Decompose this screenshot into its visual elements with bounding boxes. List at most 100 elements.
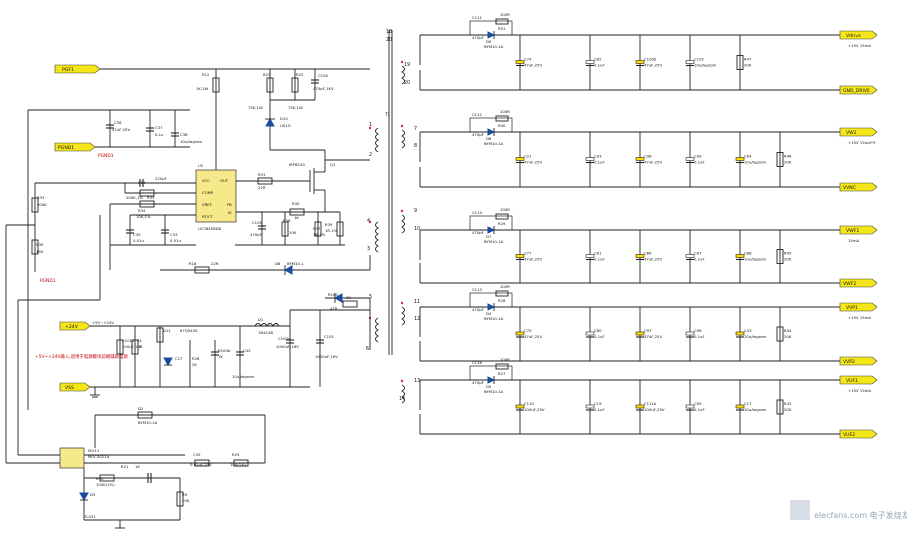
transformer-pin: 12	[414, 316, 420, 322]
net-flag	[839, 182, 878, 192]
filter-capacitor	[585, 60, 595, 64]
transformer-pin: 9	[414, 208, 417, 214]
filter-capacitor	[585, 254, 595, 258]
diode-ref: D5	[486, 384, 492, 389]
svg-text:10u/tagrom: 10u/tagrom	[232, 374, 255, 379]
svg-text:1R,1%: 1R,1%	[325, 228, 338, 233]
filter-capacitor	[515, 60, 525, 64]
svg-text:470pF,1KV: 470pF,1KV	[313, 86, 334, 91]
component-value: 47uF,25V	[524, 63, 542, 68]
snubber-res-value: 100R	[500, 207, 510, 212]
output-rail-5: C116470pF100RR27D5BYM10-1AC110100uF,25VC…	[419, 357, 878, 439]
svg-text:R21: R21	[121, 464, 129, 469]
filter-capacitor	[735, 331, 745, 336]
component-value: 0.1uF	[594, 160, 605, 165]
svg-text:D8: D8	[275, 261, 281, 266]
svg-text:C42: C42	[243, 348, 251, 353]
component-ref: C77	[524, 251, 532, 256]
filter-capacitor	[685, 404, 695, 409]
svg-text:15K: 15K	[36, 249, 44, 254]
svg-text:R25: R25	[232, 452, 240, 457]
bleeder-resistor	[776, 399, 784, 415]
net-name: VVP2	[843, 359, 855, 365]
filter-capacitor	[515, 331, 525, 336]
component-value: 20K	[784, 257, 792, 262]
component-value: 10u/tagrom	[744, 407, 767, 412]
svg-text:1000uF,16V: 1000uF,16V	[315, 354, 338, 359]
svg-text:1000uF,16V: 1000uF,16V	[276, 344, 299, 349]
svg-text:0.01uF,25V: 0.01uF,25V	[190, 462, 212, 467]
rectifier-diode	[487, 31, 496, 39]
svg-text:C105: C105	[252, 220, 262, 225]
svg-text:1N4148: 1N4148	[258, 330, 274, 335]
svg-text:R18: R18	[189, 261, 197, 266]
transformer-pin: 11	[414, 299, 420, 305]
component-value: 10u/tagrom	[694, 63, 717, 68]
svg-text:0.1u: 0.1u	[155, 132, 164, 137]
svg-text:D1: D1	[258, 317, 264, 322]
snubber-res-value: 100R	[500, 284, 510, 289]
svg-text:R100b: R100b	[218, 348, 231, 353]
svg-text:C33: C33	[170, 232, 178, 237]
component-value: 0.1uF	[594, 257, 605, 262]
snubber-res-value: 100R	[500, 357, 510, 362]
svg-text:D3: D3	[90, 492, 96, 497]
svg-text:R26: R26	[192, 356, 200, 361]
component-value: 20K	[744, 63, 752, 68]
diode-ref: D4	[486, 311, 492, 316]
component-value: 0.1uF	[694, 407, 705, 412]
feedback-block: ISO11 MOC3021A D2 BYM10-1A C35 0.01uF,25…	[59, 406, 266, 529]
net-pgf1: PGF1	[62, 67, 74, 73]
transformer-pin: 20	[386, 37, 392, 43]
output-rail-3: C114470pF100RR29D7BYM10-1AC7747uF,25VC81…	[419, 207, 878, 288]
snubber-cap-value: 470pF	[472, 230, 484, 235]
component-ref: C86	[644, 251, 652, 256]
svg-text:C38: C38	[180, 132, 188, 137]
component-value: 10u/tagrom	[744, 334, 767, 339]
transformer-pin: 19	[404, 62, 410, 68]
svg-text:OUT: OUT	[220, 178, 229, 183]
component-ref: R44	[784, 328, 792, 333]
diode-value: BYM10-1A	[484, 239, 504, 244]
net-name: VUF1	[846, 378, 858, 384]
svg-text:200K,1%: 200K,1%	[126, 195, 143, 200]
svg-text:ISO11: ISO11	[88, 448, 100, 453]
component-value: 47uF,25V	[644, 63, 662, 68]
net-name: VW1	[846, 130, 857, 136]
filter-capacitor	[735, 157, 745, 161]
diode-value: BYM10-1A	[484, 389, 504, 394]
svg-text:R35: R35	[36, 242, 44, 247]
net-24v: +24V	[65, 324, 79, 330]
transformer-pin: 20	[404, 80, 410, 86]
snubber-cap-value: 470pF	[472, 307, 484, 312]
component-ref: C95	[694, 401, 702, 406]
filter-capacitor	[585, 157, 595, 161]
svg-text:Q1: Q1	[330, 162, 336, 167]
svg-text:R31: R31	[258, 172, 266, 177]
net-flag	[839, 225, 878, 235]
svg-text:0.01u: 0.01u	[170, 238, 181, 243]
bleeder-resistor	[776, 326, 784, 342]
svg-text:47R: 47R	[330, 306, 338, 311]
component-ref: C82	[594, 57, 602, 62]
svg-text:75K,1W: 75K,1W	[248, 105, 263, 110]
aux-supply: +24V +5V~+24V VSS +5V~+24V输入,适用于电源模块前端辅助…	[35, 292, 371, 398]
component-ref: C99	[694, 154, 702, 159]
svg-text:1K: 1K	[294, 215, 299, 220]
svg-text:2K: 2K	[192, 362, 197, 367]
component-ref: C110	[524, 401, 534, 406]
svg-text:VCC: VCC	[202, 178, 210, 183]
output-note: +15V 15mA	[848, 43, 871, 48]
svg-text:470pF: 470pF	[250, 232, 262, 237]
net-pgnd1-label-c: PGND1	[40, 278, 56, 284]
filter-capacitor	[585, 404, 595, 409]
svg-text:D10: D10	[280, 116, 288, 121]
component-ref: C98	[644, 154, 652, 159]
diode-value: BYM10-1A	[484, 141, 504, 146]
snubber-cap-ref: C114	[472, 210, 482, 215]
component-ref: C93	[594, 154, 602, 159]
component-value: 20K	[784, 160, 792, 165]
svg-text:BYM10-1A: BYM10-1A	[138, 420, 158, 425]
transformer-pin: 18	[386, 29, 392, 35]
snubber-res-ref: R28	[498, 298, 506, 303]
